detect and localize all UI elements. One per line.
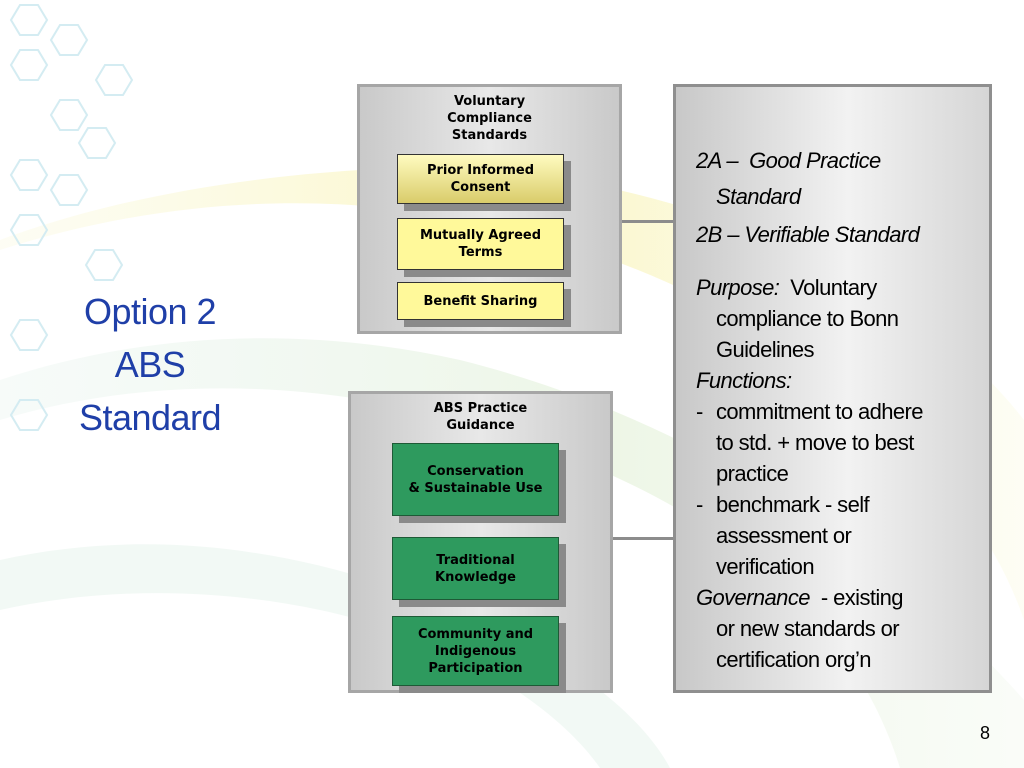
title-line: Standard [78,397,222,438]
governance-text-line: certification org’n [716,647,872,672]
governance-text: - existing [820,585,904,610]
page-number: 8 [979,723,990,743]
purpose-label: Purpose: [696,275,780,300]
option-2a-line: 2A – Good Practice [696,145,979,176]
conservation-sustainable-use-box[interactable]: Conservation & Sustainable Use [392,443,559,516]
voluntary-compliance-panel: Voluntary Compliance Standards Prior Inf… [357,84,622,334]
governance-line: Governance - existing [696,582,979,613]
functions-label: Functions: [696,368,792,393]
governance-label: Governance [696,585,810,610]
function-text-line: practice [716,461,789,486]
purpose-line: Purpose: Voluntary [696,272,979,303]
detail-panel: 2A – Good Practice Standard 2B – Verifia… [673,84,992,693]
option-2b-line: 2B – Verifiable Standard [696,222,920,247]
connector-line-bottom [613,537,673,540]
function-text-line: benchmark - self [716,492,870,517]
function-text-line: to std. + move to best [716,430,914,455]
community-indigenous-participation-box[interactable]: Community and Indigenous Participation [392,616,559,686]
purpose-text: Voluntary [790,275,877,300]
benefit-sharing-box[interactable]: Benefit Sharing [397,282,564,320]
purpose-text-line: compliance to Bonn [716,306,899,331]
group-heading: Voluntary Compliance Standards [447,94,532,143]
mutually-agreed-terms-box[interactable]: Mutually Agreed Terms [397,218,564,270]
function-bullet: - commitment to adhere to std. + move to… [696,396,979,489]
bullet-dash: - [696,399,703,424]
function-text-line: assessment or [716,523,852,548]
connector-line-top [622,220,673,223]
slide-title: Option 2 ABS Standard [40,285,260,444]
purpose-text-line: Guidelines [716,337,815,362]
function-text-line: verification [716,554,815,579]
traditional-knowledge-box[interactable]: Traditional Knowledge [392,537,559,600]
function-text-line: commitment to adhere [716,399,923,424]
option-2a-continuation: Standard [716,184,801,209]
prior-informed-consent-box[interactable]: Prior Informed Consent [397,154,564,204]
title-line: Option 2 [83,291,217,332]
governance-text-line: or new standards or [716,616,900,641]
group-heading: ABS Practice Guidance [433,401,528,433]
option-2a-title: Good Practice [749,148,881,173]
abs-practice-guidance-panel: ABS Practice Guidance Conservation & Sus… [348,391,613,693]
option-2a-prefix: 2A – [696,148,739,173]
bullet-dash: - [696,492,703,517]
function-bullet: - benchmark - self assessment or verific… [696,489,979,582]
title-line: ABS [114,344,186,385]
